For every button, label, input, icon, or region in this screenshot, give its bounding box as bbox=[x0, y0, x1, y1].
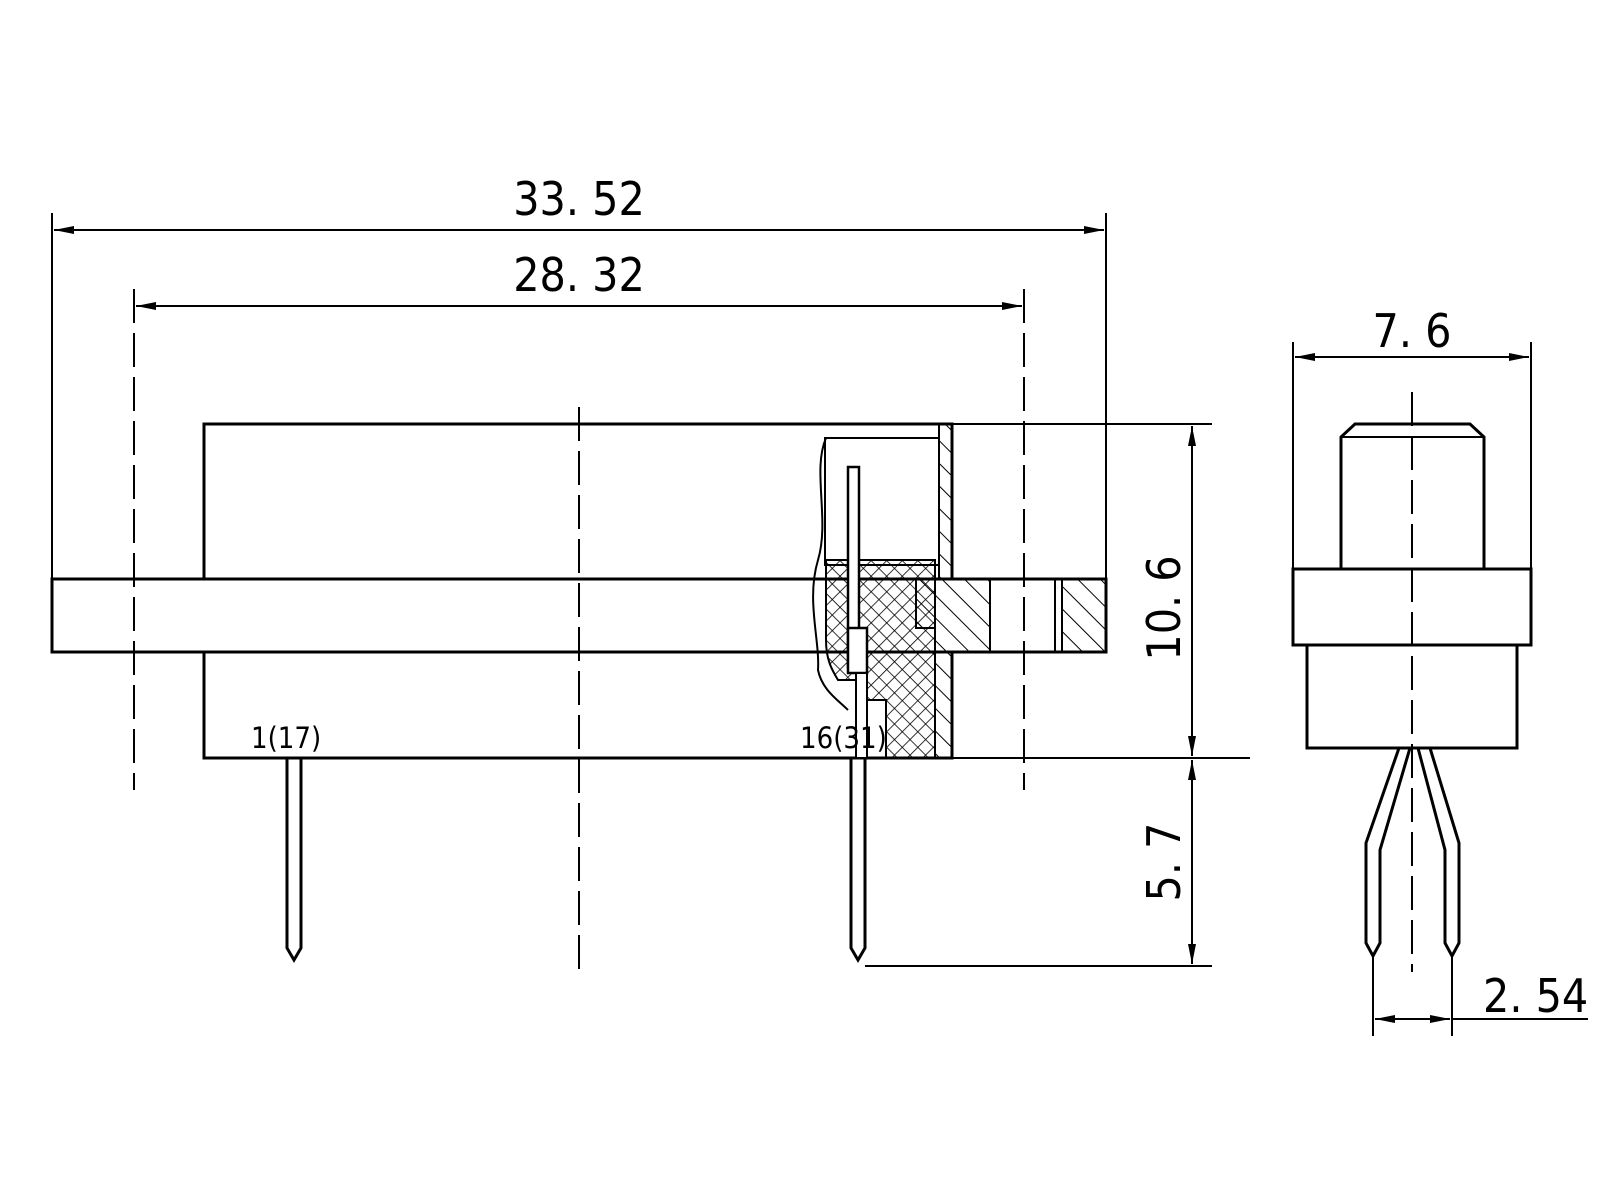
body-height-label: 10. 6 bbox=[1137, 555, 1191, 660]
pin-span-label: 28. 32 bbox=[513, 248, 645, 302]
overall-width-label: 33. 52 bbox=[513, 172, 645, 226]
side-pin-right bbox=[1416, 747, 1461, 960]
break-line bbox=[812, 437, 849, 711]
pin-length-label: 5. 7 bbox=[1137, 823, 1191, 902]
pin-label-last: 16(31) bbox=[800, 721, 887, 755]
side-dimensions: 7. 6 2. 54 bbox=[1292, 304, 1588, 1036]
side-flange bbox=[1291, 567, 1533, 647]
pin-1 bbox=[285, 758, 303, 963]
side-width-label: 7. 6 bbox=[1373, 304, 1452, 358]
side-lower-body bbox=[1305, 645, 1519, 750]
side-top-boss bbox=[1339, 422, 1486, 569]
pin-label-first: 1(17) bbox=[251, 721, 321, 755]
section-cutaway bbox=[812, 423, 1107, 759]
side-view bbox=[1291, 392, 1533, 972]
side-pin-left bbox=[1364, 747, 1412, 960]
front-dimensions: 33. 52 28. 32 10. 6 5. 7 bbox=[51, 172, 1250, 967]
pitch-label: 2. 54 bbox=[1483, 969, 1588, 1023]
front-view: 1(17) 16(31) bbox=[50, 407, 1108, 975]
pin-16 bbox=[849, 758, 867, 963]
